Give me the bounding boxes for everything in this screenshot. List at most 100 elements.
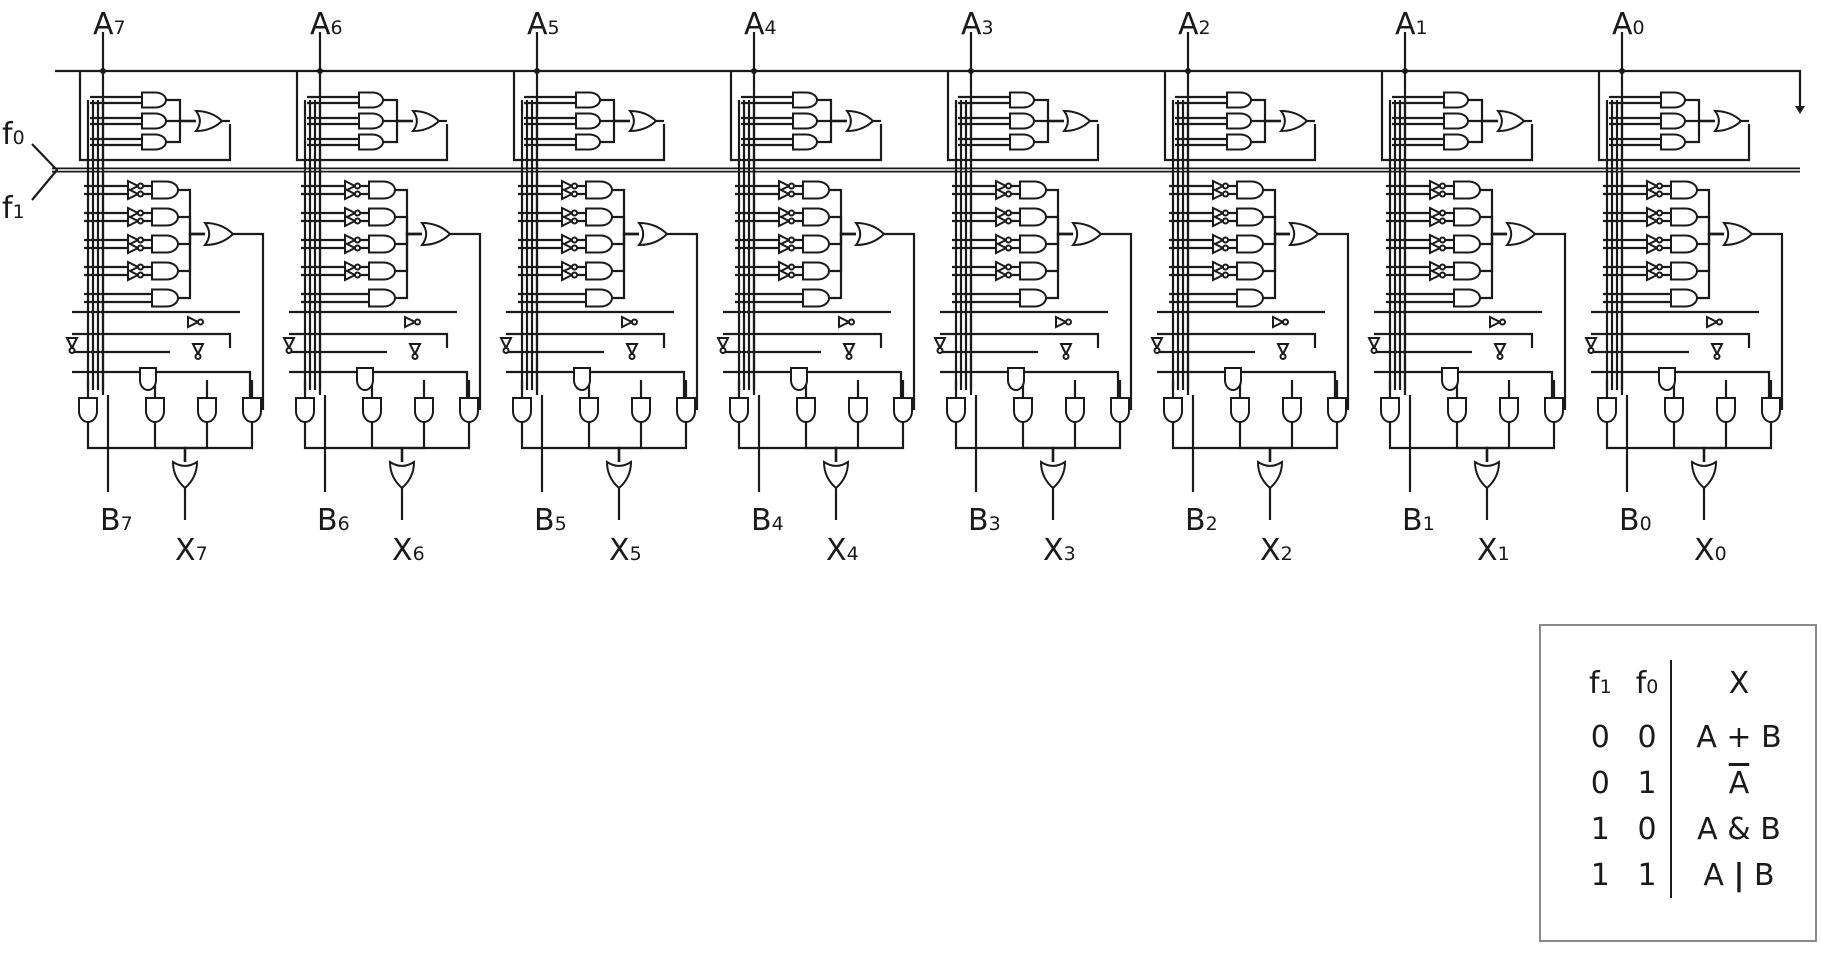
- gate-output: [1046, 232, 1073, 300]
- not-gate: [1212, 241, 1226, 255]
- or-gate: [1256, 460, 1284, 490]
- not-gate: [1212, 233, 1226, 247]
- and-gate: [1009, 91, 1035, 109]
- not-gate: [778, 260, 792, 274]
- not-gate: [344, 214, 358, 228]
- not-bubble: [1005, 263, 1012, 271]
- not-gate: [1212, 187, 1226, 201]
- gate-output: [395, 232, 422, 246]
- and-gate: [1163, 397, 1183, 423]
- gate-output: [1480, 232, 1507, 273]
- not-gate: [1212, 214, 1226, 228]
- or-gate: [1287, 221, 1320, 247]
- not-bubble: [1153, 347, 1161, 354]
- gate-output: [1263, 215, 1290, 236]
- b-input-label: B4: [751, 503, 784, 538]
- not-gate: [1646, 241, 1660, 255]
- gate-output: [395, 232, 422, 300]
- not-bubble: [936, 347, 944, 354]
- and-gate: [1282, 397, 1302, 423]
- and-gate: [368, 288, 396, 308]
- and-gate: [790, 367, 808, 391]
- not-bubble: [1279, 353, 1287, 360]
- and-gate: [1009, 112, 1035, 130]
- gate-output: [1702, 422, 1728, 462]
- row-result: A: [1670, 760, 1794, 806]
- gate-output: [400, 422, 426, 462]
- not-bubble: [137, 263, 144, 271]
- not-bubble: [1370, 347, 1378, 354]
- gate-output: [383, 98, 413, 123]
- gate-output: [400, 422, 471, 462]
- and-gate: [802, 261, 830, 281]
- not-bubble: [1282, 318, 1289, 326]
- function-line: [506, 332, 666, 348]
- gate-output: [1697, 188, 1724, 236]
- not-gate: [1429, 187, 1443, 201]
- not-gate: [842, 343, 856, 357]
- b-input-label: B0: [1619, 503, 1652, 538]
- gate-output: [1388, 422, 1489, 462]
- and-gate: [368, 207, 396, 227]
- not-gate: [344, 206, 358, 220]
- slice-carry-frame: [1163, 71, 1317, 162]
- gate-output: [1480, 188, 1507, 236]
- not-bubble: [1439, 236, 1446, 244]
- not-bubble: [137, 244, 144, 252]
- not-gate: [778, 206, 792, 220]
- row-result: A + B: [1670, 714, 1794, 760]
- not-bubble: [788, 271, 795, 279]
- not-gate: [1646, 268, 1660, 282]
- not-gate: [1429, 268, 1443, 282]
- and-gate: [1499, 397, 1519, 423]
- junction-dot: [968, 68, 974, 74]
- x-output-label: X7: [175, 533, 208, 568]
- and-gate: [1716, 397, 1736, 423]
- not-gate: [127, 233, 141, 247]
- x-output-label: X6: [392, 533, 425, 568]
- gate-output: [617, 422, 688, 462]
- not-bubble: [1713, 353, 1721, 360]
- slice-carry-frame: [295, 71, 449, 162]
- not-gate: [344, 260, 358, 274]
- or-gate: [822, 460, 850, 490]
- or-gate: [1690, 460, 1718, 490]
- and-gate: [358, 133, 384, 151]
- slice-carry-frame: [1597, 71, 1751, 162]
- ripple-arrow: [1795, 106, 1805, 114]
- not-gate: [1646, 187, 1660, 201]
- not-gate: [127, 187, 141, 201]
- not-gate: [1429, 260, 1443, 274]
- row-f0: 1: [1637, 857, 1657, 893]
- and-gate: [946, 397, 966, 423]
- gate-output: [1480, 232, 1507, 300]
- not-bubble: [1222, 217, 1229, 225]
- gate-output: [178, 232, 205, 273]
- not-gate: [995, 233, 1009, 247]
- not-bubble: [1439, 217, 1446, 225]
- not-gate: [716, 337, 730, 351]
- or-gate: [1712, 109, 1743, 133]
- not-gate: [344, 233, 358, 247]
- not-gate: [778, 187, 792, 201]
- not-bubble: [1005, 236, 1012, 244]
- not-gate: [1212, 179, 1226, 193]
- a-input-label: A7: [93, 7, 126, 42]
- function-line: [1591, 370, 1771, 400]
- gate-output: [395, 232, 422, 273]
- not-bubble: [1222, 236, 1229, 244]
- not-bubble: [788, 244, 795, 252]
- or-gate: [171, 460, 199, 490]
- or-gate: [853, 221, 886, 247]
- not-gate: [1212, 260, 1226, 274]
- function-input-wires: [31, 143, 59, 201]
- signal-labels: f0f1A7B7X7A6B6X6A5B5X5A4B4X4A3B3X3A2B2X2…: [2, 7, 1727, 568]
- header-f0: f0: [1635, 665, 1659, 701]
- or-output: [450, 232, 482, 410]
- and-gate: [575, 112, 601, 130]
- not-bubble: [571, 271, 578, 279]
- gate-output: [1046, 232, 1073, 246]
- or-gate: [193, 109, 224, 133]
- not-gate: [1493, 343, 1507, 357]
- junction-dot: [1185, 68, 1191, 74]
